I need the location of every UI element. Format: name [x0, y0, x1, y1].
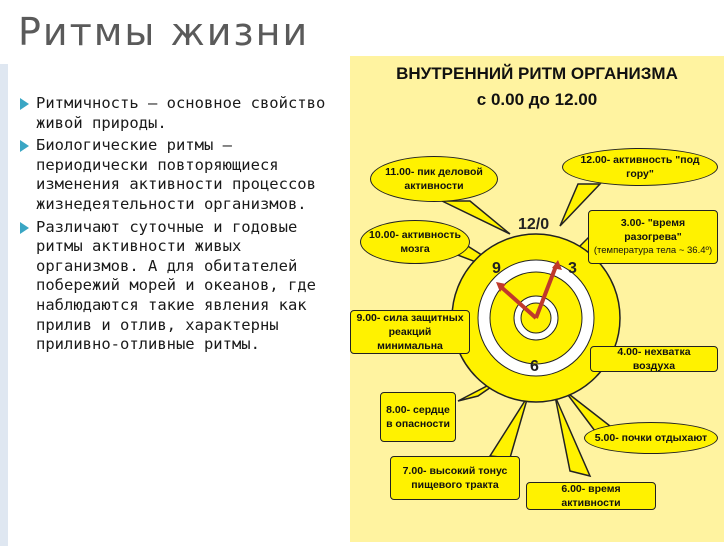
slide-title: Ритмы жизни: [18, 10, 310, 54]
clock-number-12: 12/0: [518, 216, 550, 233]
bullet-arrow-icon: [20, 221, 29, 234]
bullet-text: Ритмичность – основное свойство живой пр…: [36, 94, 326, 132]
clock-number-9: 9: [492, 260, 501, 277]
pointer-6: [554, 395, 592, 478]
callout-4: 4.00- нехватка воздуха: [590, 346, 718, 372]
pointer-11: [441, 200, 511, 235]
panel-subtitle: с 0.00 до 12.00: [476, 90, 598, 109]
bullet-item: Различают суточные и годовые ритмы актив…: [20, 218, 340, 355]
clock-number-6: 6: [530, 358, 539, 375]
bullet-arrow-icon: [20, 140, 29, 153]
clock-hand-short: [498, 284, 538, 320]
callout-3: 3.00- "время разогрева" (температура тел…: [588, 210, 718, 264]
callout-5: 5.00- почки отдыхают: [584, 422, 718, 454]
callout-9: 9.00- сила защитных реакций минимальна: [350, 310, 470, 354]
clock-hand-short-tip: [496, 282, 506, 292]
pointer-5: [564, 390, 612, 432]
bullet-item: Биологические ритмы – периодически повто…: [20, 136, 340, 214]
callout-6: 6.00- время активности: [526, 482, 656, 510]
callout-12: 12.00- активность "под гору": [562, 148, 718, 186]
rhythm-diagram-panel: ВНУТРЕННИЙ РИТМ ОРГАНИЗМА с 0.00 до 12.0…: [350, 56, 724, 542]
clock-number-3: 3: [568, 260, 577, 277]
callout-11: 11.00- пик деловой активности: [370, 156, 498, 202]
callout-7: 7.00- высокий тонус пищевого тракта: [390, 456, 520, 500]
pointer-12: [559, 183, 602, 227]
bullet-text: Различают суточные и годовые ритмы актив…: [36, 217, 316, 354]
callout-10: 10.00- активность мозга: [360, 220, 470, 264]
callout-8: 8.00- сердце в опасности: [380, 392, 456, 442]
pointer-7: [488, 395, 529, 459]
clock-hand-long-tip: [552, 260, 562, 270]
left-accent-bar: [0, 64, 8, 546]
bullet-item: Ритмичность – основное свойство живой пр…: [20, 94, 340, 133]
panel-title: ВНУТРЕННИЙ РИТМ ОРГАНИЗМА: [396, 64, 678, 83]
bullet-text: Биологические ритмы – периодически повто…: [36, 136, 316, 213]
bullet-arrow-icon: [20, 98, 29, 110]
bullet-list: Ритмичность – основное свойство живой пр…: [20, 94, 340, 358]
clock-hand-long: [534, 265, 558, 319]
